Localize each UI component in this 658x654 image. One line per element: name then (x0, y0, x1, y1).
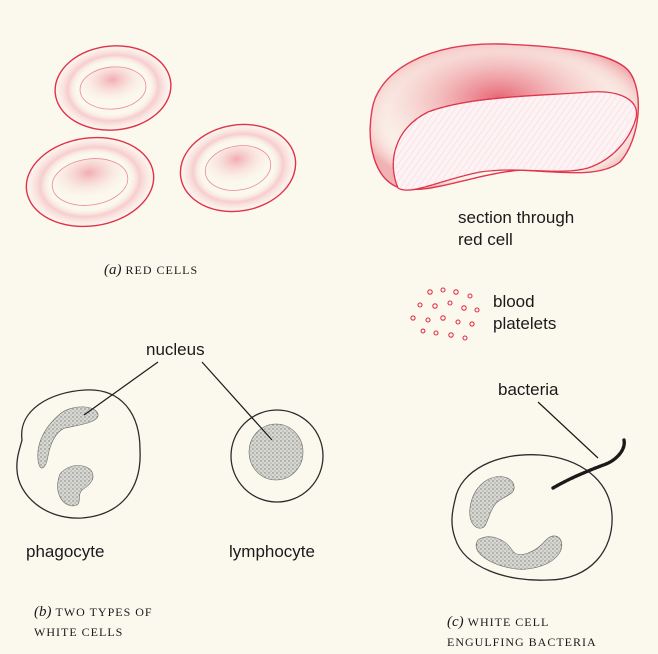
caption-c-line1: (c) white cell (447, 612, 549, 632)
lymphocyte-cell (231, 410, 323, 502)
caption-b-text-line2: white cells (34, 625, 123, 639)
bacteria-pointer-line (538, 402, 598, 458)
caption-a: (a) red cells (104, 260, 198, 280)
blood-platelets (411, 288, 479, 340)
caption-c-line2: engulfing bacteria (447, 632, 597, 652)
phagocyte-cell (17, 390, 140, 518)
bacteria-label: bacteria (498, 380, 558, 400)
caption-c-letter: (c) (447, 614, 464, 630)
caption-b-line2: white cells (34, 622, 123, 642)
caption-b-letter: (b) (34, 604, 52, 620)
caption-a-letter: (a) (104, 262, 122, 278)
red-cell-section (370, 44, 638, 190)
red-cell-bottom-left (20, 130, 159, 235)
section-label-line1: section through (458, 208, 574, 228)
caption-a-text: red cells (125, 263, 198, 277)
caption-b-text-line1: two types of (55, 605, 152, 619)
lymphocyte-label: lymphocyte (229, 542, 315, 562)
platelets-label: platelets (493, 314, 556, 334)
phagocyte-label: phagocyte (26, 542, 104, 562)
caption-b-line1: (b) two types of (34, 602, 153, 622)
red-cell-top (52, 41, 175, 135)
section-label-line2: red cell (458, 230, 513, 250)
blood-label: blood (493, 292, 535, 312)
caption-c-text-line1: white cell (468, 615, 550, 629)
nucleus-label: nucleus (146, 340, 205, 360)
caption-c-text-line2: engulfing bacteria (447, 635, 597, 649)
engulfing-white-cell (452, 455, 612, 581)
red-cell-bottom-right (173, 116, 302, 221)
